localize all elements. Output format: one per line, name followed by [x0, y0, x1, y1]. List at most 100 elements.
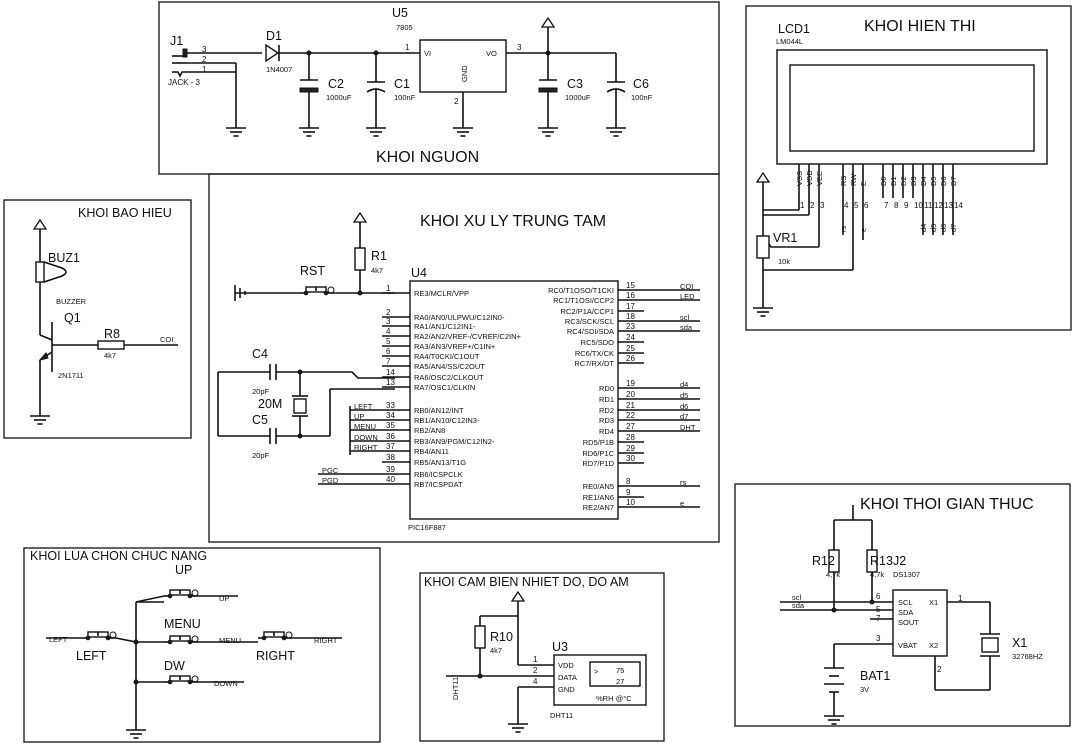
mcu-right-pin-number: 24 [626, 333, 635, 342]
mcu-right-net: sda [680, 323, 693, 332]
c6-label: C6 [633, 77, 649, 91]
button-right[interactable] [257, 631, 293, 641]
mcu-right-net: d7 [680, 412, 688, 421]
sensor-humidity: 75 [616, 666, 624, 675]
mcu-right-pin-name: RC6/TX/CK [575, 349, 614, 358]
r10-label: R10 [490, 630, 513, 644]
mcu-right-net: rs [680, 478, 686, 487]
rtc-x2-pin: X2 [929, 641, 938, 650]
sensor-pin-4: 4 [533, 677, 538, 686]
mcu-left-pin-name: RB3/AN9/PGM/C12IN2- [414, 437, 495, 446]
rst-button[interactable] [299, 286, 335, 296]
mcu-left-pin-name: RB2/AN8 [414, 426, 445, 435]
mcu-right-pin-number: 30 [626, 454, 635, 463]
mcu-left-pin-name: RA5/AN4/SS/C2OUT [414, 362, 485, 371]
crystal-32768-icon [981, 637, 999, 653]
key-left-label: LEFT [76, 649, 107, 663]
lcd-pin-number: 2 [810, 201, 815, 210]
sensor-readout [589, 661, 641, 687]
u5-pin-in: 1 [405, 43, 410, 52]
u5-pin-out: 3 [517, 43, 522, 52]
buz-value: BUZZER [56, 297, 87, 306]
mcu-left-pin-number: 36 [386, 432, 395, 441]
u5-gnd: GND [460, 65, 469, 82]
lcd-part: LM044L [776, 37, 803, 46]
key-up-label: UP [175, 563, 192, 577]
buzzer-icon [35, 261, 45, 283]
mcu-right-pin-name: RD6/P1C [582, 449, 614, 458]
sensor-gnd: GND [558, 685, 575, 694]
mcu-right-pin-name: RD0 [599, 384, 614, 393]
block-title-lua-chon: KHOI LUA CHON CHUC NANG [30, 549, 207, 563]
lcd-pin-number: 8 [894, 201, 899, 210]
lcd-net-label: e [859, 228, 868, 232]
rst-label: RST [300, 264, 325, 278]
mcu-right-pin-number: 22 [626, 411, 635, 420]
bat-value: 3V [860, 685, 869, 694]
bat-label: BAT1 [860, 669, 890, 683]
mcu-right-pin-name: RD7/P1D [582, 459, 614, 468]
button-down[interactable] [163, 675, 199, 685]
c2-label: C2 [328, 77, 344, 91]
lcd-net-label: d4 [919, 224, 928, 232]
u5-label: U5 [392, 6, 408, 20]
mcu-left-pin-name: RB6/ICSPCLK [414, 470, 463, 479]
rtc-ref: J2 [893, 554, 906, 568]
button-left[interactable] [81, 631, 117, 641]
mcu-left-pin-number: 13 [386, 378, 395, 387]
mcu-left-pin-name: RA4/T0CKI/C1OUT [414, 352, 480, 361]
rtc-pin-2: 2 [937, 665, 942, 674]
mcu-right-pin-number: 16 [626, 291, 635, 300]
lcd-pin-number: 4 [844, 201, 849, 210]
rtc-net-scl: scl [792, 593, 802, 602]
mcu-left-pin-number: 40 [386, 475, 395, 484]
sensor-units: %RH @°C [596, 694, 632, 703]
mcu-right-pin-number: 27 [626, 422, 635, 431]
resistor-r8 [97, 340, 125, 350]
lcd-net-label: d5 [929, 224, 938, 232]
mcu-left-pin-number: 4 [386, 327, 391, 336]
frame-bao-hieu [3, 199, 192, 439]
c5-value: 20pF [252, 451, 270, 460]
rtc-part: DS1307 [893, 570, 920, 579]
block-title-xu-ly: KHOI XU LY TRUNG TAM [420, 213, 606, 230]
keys-block: UP UP MENU MENU RIGHT RIGHT DW DOWN LEFT… [46, 563, 342, 739]
rtc-sout: SOUT [898, 618, 919, 627]
r10-value: 4k7 [490, 646, 502, 655]
mcu-right-pin-name: RD4 [599, 427, 614, 436]
mcu-right-net: scl [680, 313, 690, 322]
mcu-right-pin-number: 8 [626, 477, 631, 486]
u3-label: U3 [552, 640, 568, 654]
mcu-right-pin-name: RE2/AN7 [583, 503, 614, 512]
buz-label: BUZ1 [48, 251, 80, 265]
mcu-left-pin-number: 5 [386, 337, 391, 346]
mcu-left-pin-name: RA3/AN3/VREF+/C1IN+ [414, 342, 496, 351]
capacitor-polar-icon [299, 87, 319, 93]
mcu-right-pin-name: RD2 [599, 406, 614, 415]
alarm-block: BUZ1 BUZZER Q1 2N1711 R8 4k7 COI [29, 219, 178, 425]
mcu-right-pin-name: RC4/SDI/SDA [567, 327, 614, 336]
u5-vo: VO [486, 49, 497, 58]
mcu-right-pin-number: 18 [626, 312, 635, 321]
lcd-ref: LCD1 [778, 22, 810, 36]
rtc-pin-1: 1 [958, 594, 963, 603]
sensor-arrow: > [594, 667, 599, 676]
mcu-right-net: DHT [680, 423, 696, 432]
pic16f887-chip [409, 280, 619, 520]
potentiometer-icon [756, 235, 770, 259]
frame-thoi-gian [734, 483, 1071, 727]
c2-value: 1000uF [326, 93, 352, 102]
button-menu[interactable] [163, 635, 199, 645]
mcu-left-pin-name: RB5/AN13/T1G [414, 458, 466, 467]
mcu-right-pin-name: RC2/P1A/CCP1 [561, 307, 614, 316]
mcu-left-net: DOWN [354, 433, 378, 442]
lcd-net-label: d7 [949, 224, 958, 232]
j1-pin-3: 3 [202, 45, 207, 54]
mcu-right-pin-number: 25 [626, 344, 635, 353]
mcu-right-pin-number: 28 [626, 433, 635, 442]
button-up[interactable] [163, 589, 199, 599]
lcd-net-label: d6 [939, 224, 948, 232]
frame-lua-chon [23, 547, 381, 743]
q1-value: 2N1711 [58, 371, 84, 380]
